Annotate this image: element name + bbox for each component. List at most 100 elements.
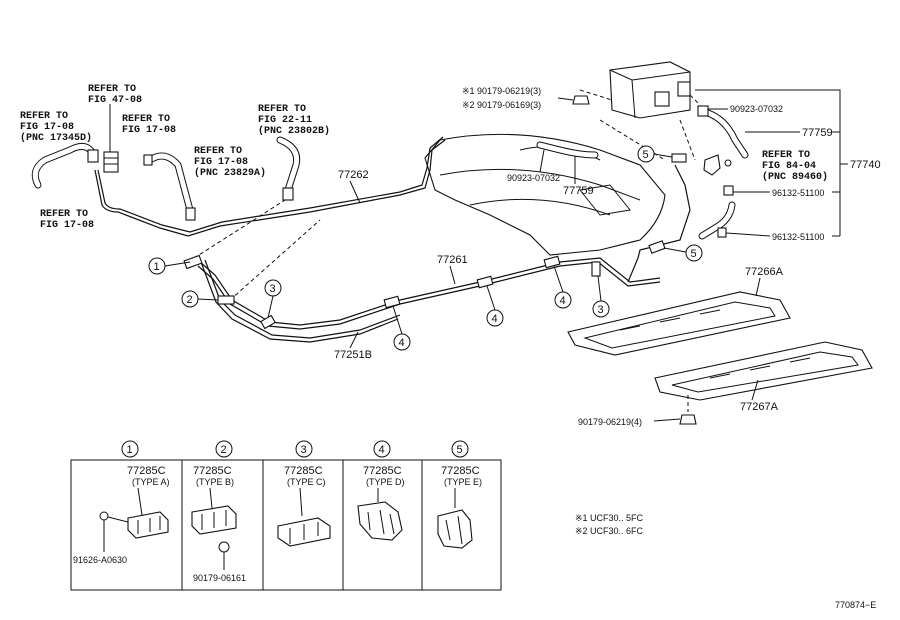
leader-77251b xyxy=(349,331,359,349)
refer-label-fig-47-08[interactable]: REFER TO FIG 47-08 xyxy=(88,84,142,106)
svg-text:91626-A0630: 91626-A0630 xyxy=(73,555,127,565)
svg-text:FIG 17-08: FIG 17-08 xyxy=(122,125,176,136)
protector-77266a[interactable] xyxy=(567,291,791,356)
footnote-1: ※1 UCF30.. 5FC xyxy=(575,513,644,523)
svg-text:1: 1 xyxy=(154,261,160,273)
clamp-type-e[interactable]: 5 77285C (TYPE E) xyxy=(437,440,482,549)
svg-text:4: 4 xyxy=(379,444,385,456)
svg-text:5: 5 xyxy=(643,149,649,161)
svg-text:5: 5 xyxy=(457,444,463,456)
svg-text:FIG 17-08: FIG 17-08 xyxy=(40,220,94,231)
svg-text:REFER TO: REFER TO xyxy=(762,150,810,161)
svg-text:90179-06161: 90179-06161 xyxy=(193,573,246,583)
svg-text:2: 2 xyxy=(221,444,227,456)
callout-2[interactable]: 2 xyxy=(181,290,219,308)
svg-text:2: 2 xyxy=(187,294,193,306)
svg-text:(TYPE A): (TYPE A) xyxy=(132,477,170,487)
center-left-hose[interactable] xyxy=(143,152,196,221)
canister-bracket[interactable] xyxy=(703,154,732,176)
canister-dashed-guides xyxy=(187,89,701,301)
part-label-96132-51100-a[interactable]: 96132-51100 xyxy=(772,188,824,198)
svg-text:(PNC 23829A): (PNC 23829A) xyxy=(194,167,266,179)
protector-77267a[interactable] xyxy=(654,341,873,401)
svg-text:FIG 17-08: FIG 17-08 xyxy=(194,157,248,168)
svg-text:REFER TO: REFER TO xyxy=(122,114,170,125)
clamp-type-a[interactable]: 1 77285C (TYPE A) 91626-A0630 xyxy=(73,440,170,565)
svg-text:REFER TO: REFER TO xyxy=(20,111,68,122)
part-label-77759-b[interactable]: 77759 xyxy=(563,185,594,197)
svg-text:(PNC 23802B): (PNC 23802B) xyxy=(258,125,330,137)
part-label-77759-a[interactable]: 77759 xyxy=(802,127,833,139)
part-label-90179-06219-4[interactable]: 90179-06219(4) xyxy=(578,417,642,427)
left-filler-hose[interactable] xyxy=(31,143,99,189)
refer-label-fig-22-11-pnc-23802b[interactable]: REFER TO FIG 22-11 (PNC 23802B) xyxy=(258,104,330,137)
fuel-tank[interactable] xyxy=(424,133,666,256)
bolt-90179-06219-3[interactable] xyxy=(572,95,590,105)
clamp-type-c[interactable]: 3 77285C (TYPE C) xyxy=(277,440,331,547)
refer-label-fig-17-08-pnc-23829a[interactable]: REFER TO FIG 17-08 (PNC 23829A) xyxy=(194,146,266,179)
callout-5-upper[interactable]: 5 xyxy=(637,145,673,163)
part-label-77262[interactable]: 77262 xyxy=(338,169,369,181)
callout-4-a[interactable]: 4 xyxy=(392,305,411,351)
svg-text:77285C: 77285C xyxy=(193,465,232,477)
callout-4-c[interactable]: 4 xyxy=(553,265,572,309)
note-label-90179-06219-3[interactable]: ※1 90179-06219(3) xyxy=(462,86,541,96)
callout-4-b[interactable]: 4 xyxy=(486,285,504,327)
svg-text:4: 4 xyxy=(560,295,566,307)
svg-text:4: 4 xyxy=(492,313,498,325)
svg-text:FIG 47-08: FIG 47-08 xyxy=(88,95,142,106)
refer-label-fig-17-08-a[interactable]: REFER TO FIG 17-08 xyxy=(122,114,176,136)
svg-text:(PNC 89460): (PNC 89460) xyxy=(762,171,828,183)
leader-90923-b xyxy=(539,149,545,173)
canister-vent-hose[interactable] xyxy=(697,105,749,159)
clamp-type-d[interactable]: 4 77285C (TYPE D) xyxy=(357,440,405,541)
svg-text:FIG 84-04: FIG 84-04 xyxy=(762,161,816,172)
part-label-77261[interactable]: 77261 xyxy=(437,254,468,266)
clamp-detail-table xyxy=(70,459,502,591)
note-label-90179-06169-3[interactable]: ※2 90179-06169(3) xyxy=(462,100,541,110)
refer-label-fig-84-04-pnc-89460[interactable]: REFER TO FIG 84-04 (PNC 89460) xyxy=(762,150,828,183)
leader-77261 xyxy=(449,265,456,285)
svg-text:77285C: 77285C xyxy=(127,465,166,477)
bracket-77740 xyxy=(695,89,848,237)
callout-3-left[interactable]: 3 xyxy=(264,279,282,319)
refer-label-fig-17-08-b[interactable]: REFER TO FIG 17-08 xyxy=(40,209,94,231)
svg-text:(TYPE B): (TYPE B) xyxy=(196,477,234,487)
clamp-type-b[interactable]: 2 77285C (TYPE B) 90179-06161 xyxy=(191,440,246,583)
upper-center-hose[interactable] xyxy=(276,136,301,201)
svg-text:4: 4 xyxy=(399,337,405,349)
line-clamp-markers xyxy=(183,153,687,330)
part-label-90923-07032-b[interactable]: 90923-07032 xyxy=(507,173,560,183)
left-bracket-part[interactable] xyxy=(103,104,119,173)
leader-77262 xyxy=(349,180,361,204)
svg-text:3: 3 xyxy=(598,304,604,316)
svg-text:(TYPE C): (TYPE C) xyxy=(287,477,326,487)
charcoal-canister[interactable] xyxy=(609,61,691,119)
fuel-line-77262[interactable] xyxy=(94,136,446,237)
svg-text:1: 1 xyxy=(127,444,133,456)
part-label-96132-51100-b[interactable]: 96132-51100 xyxy=(772,232,824,242)
leader-90179-4 xyxy=(653,418,681,422)
canister-lower-hose[interactable] xyxy=(698,185,736,240)
figure-code: 770874−E xyxy=(835,600,876,610)
leader-note xyxy=(557,97,574,101)
bolt-90179-06219-4[interactable] xyxy=(679,395,697,425)
part-label-77251b[interactable]: 77251B xyxy=(334,349,372,361)
part-label-77266a[interactable]: 77266A xyxy=(745,266,784,278)
refer-label-fig-17-08-pnc-17345d[interactable]: REFER TO FIG 17-08 (PNC 17345D) xyxy=(20,111,92,144)
tank-vent-hose[interactable] xyxy=(536,141,599,159)
part-label-77267a[interactable]: 77267A xyxy=(740,401,779,413)
svg-text:3: 3 xyxy=(301,444,307,456)
callout-1[interactable]: 1 xyxy=(148,257,191,275)
svg-text:5: 5 xyxy=(691,248,697,260)
callout-3-right[interactable]: 3 xyxy=(592,275,610,318)
part-label-77740[interactable]: 77740 xyxy=(850,159,881,171)
svg-text:REFER TO: REFER TO xyxy=(194,146,242,157)
svg-text:FIG 22-11: FIG 22-11 xyxy=(258,115,312,126)
part-label-90923-07032-a[interactable]: 90923-07032 xyxy=(730,104,783,114)
svg-text:REFER TO: REFER TO xyxy=(258,104,306,115)
svg-text:REFER TO: REFER TO xyxy=(40,209,88,220)
callout-5-lower[interactable]: 5 xyxy=(663,244,703,262)
svg-text:77285C: 77285C xyxy=(363,465,402,477)
